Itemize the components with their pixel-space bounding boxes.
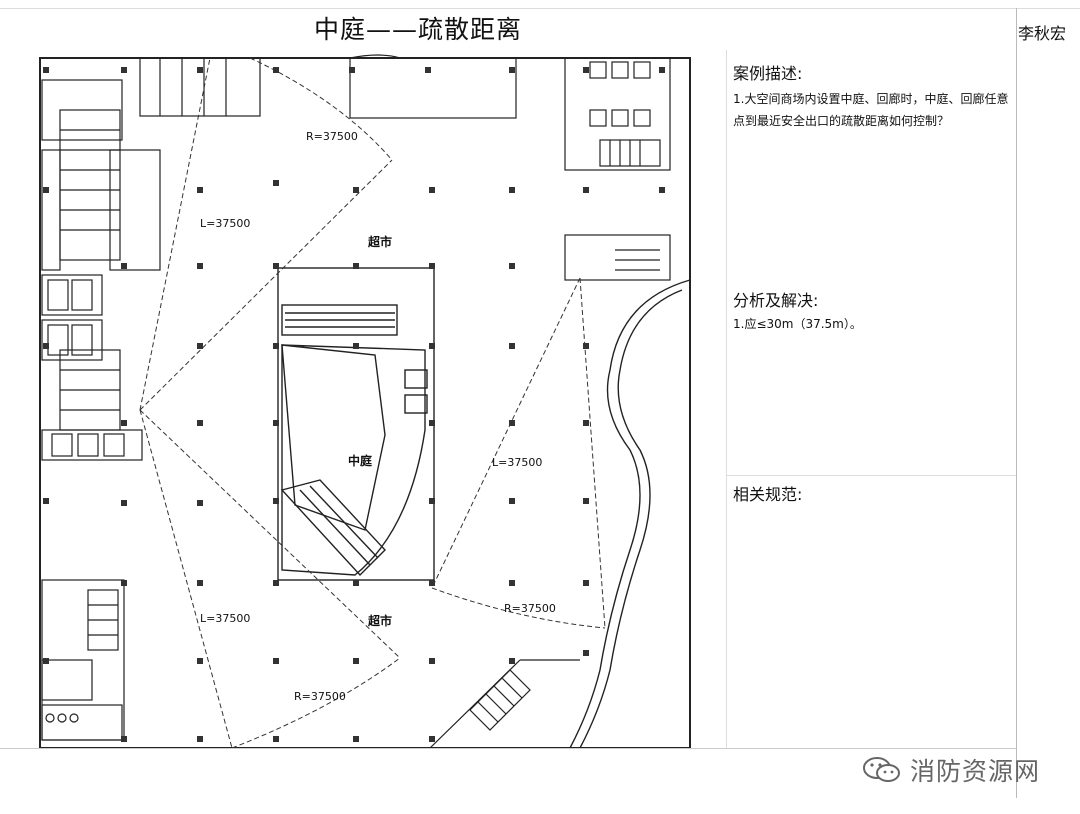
- case-description-title: 案例描述:: [733, 64, 803, 83]
- left-service-core: [41, 79, 161, 741]
- author-name: 李秋宏: [1018, 24, 1067, 43]
- label-l-top-left: L=37500: [200, 217, 250, 230]
- top-border: [0, 8, 1080, 9]
- evacuation-sectors: [139, 57, 606, 748]
- label-atrium: 中庭: [348, 453, 372, 468]
- label-r-bottom: R=37500: [294, 690, 346, 703]
- analysis-title: 分析及解决:: [733, 291, 819, 310]
- label-supermarket-bottom: 超市: [367, 613, 392, 628]
- bottom-border: [0, 748, 1016, 749]
- related-norms-title: 相关规范:: [733, 485, 803, 504]
- label-l-bottom-left: L=37500: [200, 612, 250, 625]
- column-grid: [43, 67, 665, 742]
- right-stair: [564, 234, 671, 281]
- label-r-right: R=37500: [504, 602, 556, 615]
- label-supermarket-top: 超市: [367, 234, 392, 249]
- label-r-top: R=37500: [306, 130, 358, 143]
- panel-section-divider: [726, 475, 1016, 476]
- case-description-text: 1.大空间商场内设置中庭、回廊时，中庭、回廊任意点到最近安全出口的疏散距离如何控…: [733, 92, 1009, 128]
- watermark: 消防资源网: [862, 752, 1040, 788]
- wechat-icon: [863, 757, 900, 782]
- panel-divider: [726, 50, 727, 748]
- plan-frame: [39, 57, 691, 748]
- top-shops: [139, 54, 517, 119]
- right-divider: [1016, 8, 1017, 798]
- label-l-right: L=37500: [492, 456, 542, 469]
- floor-plan: 超市 超市 中庭 L=37500 L=37500 L=37500 R=37500…: [39, 54, 691, 748]
- page-title: 中庭——疏散距离: [313, 15, 522, 44]
- top-right-core: [564, 57, 671, 171]
- curved-facade: [569, 279, 691, 748]
- bottom-escalator: [429, 659, 580, 748]
- watermark-text: 消防资源网: [910, 757, 1041, 786]
- analysis-text: 1.应≤30m（37.5m）。: [733, 317, 862, 331]
- atrium-void: [277, 267, 435, 581]
